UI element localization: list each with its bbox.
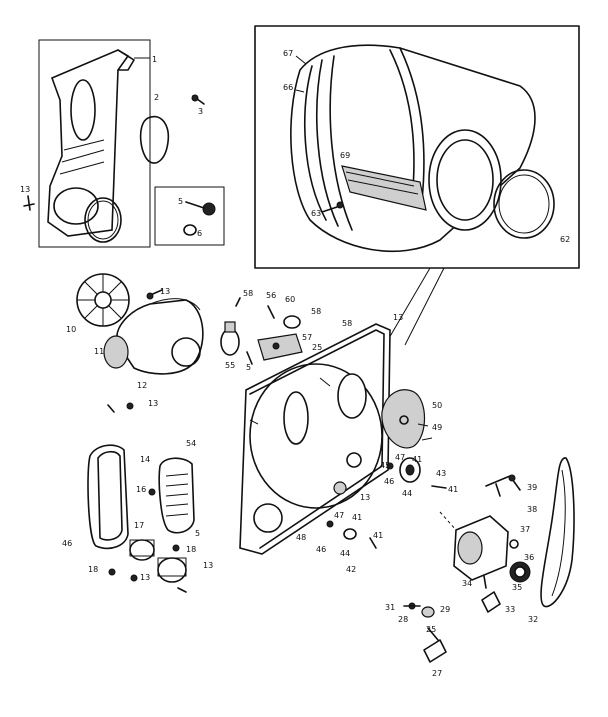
callout: 6 (197, 229, 202, 238)
blower-housing-part (103, 298, 204, 375)
callout: 28 (398, 615, 408, 624)
callout: 35 (512, 583, 522, 592)
callout: 2 (154, 93, 159, 102)
callout: 47 (334, 511, 344, 520)
callout: 48 (296, 533, 306, 542)
motor-bracket-part (481, 591, 501, 613)
baffle-screw-part (321, 201, 344, 213)
front-panel-inset-box (38, 39, 151, 248)
callout: 44 (340, 549, 350, 558)
callout: 45 (380, 461, 390, 470)
callout: 34 (462, 579, 472, 588)
callout: 54 (186, 439, 196, 448)
callout: 3 (198, 107, 203, 116)
callout: 10 (66, 325, 76, 334)
callout: 37 (520, 525, 530, 534)
pulley-part (399, 457, 421, 483)
callout: 5 (246, 363, 251, 372)
callout: 32 (528, 615, 538, 624)
callout: 13 (360, 493, 370, 502)
callout: 13 (160, 287, 170, 296)
callout: 17 (134, 521, 144, 530)
callout: 43 (436, 469, 446, 478)
filter-screen-part (158, 457, 195, 534)
front-panel-part (47, 49, 135, 237)
callout: 50 (432, 401, 442, 410)
callout: 13 (148, 399, 158, 408)
callout: 18 (88, 565, 98, 574)
callout: 47 (395, 453, 405, 462)
callout: 16 (136, 485, 146, 494)
seal-ring-part (84, 197, 122, 243)
callout: 5 (178, 197, 183, 206)
drum-seal-part (493, 169, 555, 239)
callout: 58 (342, 319, 352, 328)
thermostat-part (257, 333, 303, 361)
clip-part (23, 195, 35, 211)
blower-wheel-part (76, 273, 130, 327)
callout: 41 (448, 485, 458, 494)
callout: 49 (432, 423, 442, 432)
callout: 27 (432, 669, 442, 678)
callout: 18 (186, 545, 196, 554)
callout: 67 (283, 49, 293, 58)
callout: 57 (302, 333, 312, 342)
callout: 46 (316, 545, 326, 554)
bulkhead-part (239, 323, 391, 555)
drum-inset-box (254, 25, 580, 269)
drum-leader (384, 267, 431, 346)
small-inset-box (154, 186, 225, 246)
callout: 69 (340, 151, 350, 160)
callout: 63 (311, 209, 321, 218)
screw-part (191, 94, 205, 105)
bulb-part (220, 321, 240, 356)
callout: 46 (62, 539, 72, 548)
callout: 46 (384, 477, 394, 486)
callout: 56 (266, 291, 276, 300)
gasket-part (139, 115, 170, 164)
callout: 1 (152, 55, 157, 64)
callout: 12 (137, 381, 147, 390)
callout: 66 (283, 83, 293, 92)
callout: 33 (505, 605, 515, 614)
callout: 41 (373, 531, 383, 540)
drive-belt-part (540, 457, 575, 608)
callout: 44 (402, 489, 412, 498)
drum-part (290, 44, 536, 253)
callout: 13 (20, 185, 30, 194)
callout: 13 (140, 573, 150, 582)
ring-part (283, 315, 301, 329)
callout: 39 (527, 483, 537, 492)
callout: 58 (311, 307, 321, 316)
callout: 41 (412, 455, 422, 464)
heater-plate-part (381, 389, 425, 449)
callout: 60 (285, 295, 295, 304)
callout: 41 (352, 513, 362, 522)
baffle-part (341, 165, 427, 211)
callout: 36 (524, 553, 534, 562)
callout: 58 (243, 289, 253, 298)
callout: 5 (195, 529, 200, 538)
callout: 13 (203, 561, 213, 570)
motor-part (453, 515, 531, 583)
callout: 29 (440, 605, 450, 614)
callout-labels: 1 2 3 13 5 6 67 66 69 63 62 10 13 11 58 … (20, 49, 570, 678)
callout: 62 (560, 235, 570, 244)
callout: 38 (527, 505, 537, 514)
callout: 42 (346, 565, 356, 574)
callout: 25 (426, 625, 436, 634)
callout: 14 (140, 455, 150, 464)
cylinder-parts (129, 539, 187, 583)
toe-panel-part (87, 444, 129, 550)
callout: 31 (385, 603, 395, 612)
callout: 13 (393, 313, 403, 322)
switch-part (183, 201, 216, 236)
idler-part (485, 474, 521, 497)
callout: 25 (312, 343, 322, 352)
callout: 55 (225, 361, 235, 370)
callout: 11 (94, 347, 104, 356)
